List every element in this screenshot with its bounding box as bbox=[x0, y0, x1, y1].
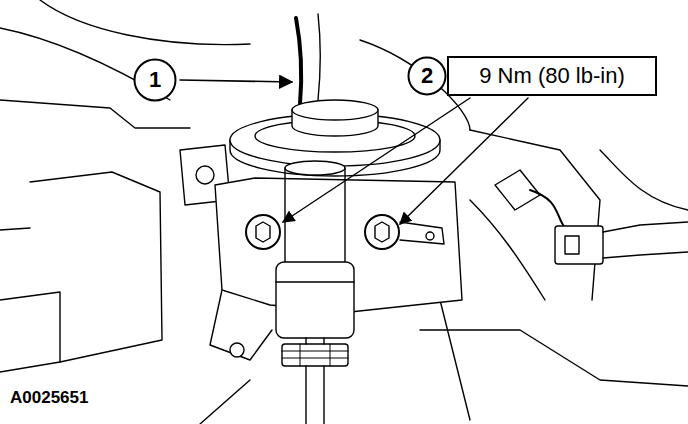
strut-housing bbox=[276, 262, 354, 338]
body-panel-edge bbox=[200, 380, 250, 424]
frame-rail bbox=[0, 292, 60, 362]
bolt-socket bbox=[256, 222, 270, 242]
callout-outline bbox=[135, 60, 176, 101]
top-cap bbox=[292, 100, 378, 120]
housing-seam bbox=[276, 281, 354, 282]
callout-circle: 2 bbox=[407, 56, 447, 96]
lock-nut bbox=[282, 344, 348, 366]
sensor-wire bbox=[470, 200, 545, 300]
connector-latch bbox=[565, 236, 579, 254]
harness bbox=[603, 222, 688, 258]
pinch-bolt bbox=[246, 215, 280, 249]
frame-rail bbox=[0, 228, 30, 230]
strut-column bbox=[285, 161, 345, 175]
torque-spec: 9 Nm (80 lb-in) bbox=[479, 64, 624, 88]
frame-rail bbox=[0, 172, 162, 372]
body-panel-edge bbox=[40, 0, 250, 45]
brake-line bbox=[318, 14, 320, 100]
rivet bbox=[426, 232, 434, 240]
bolt-head bbox=[196, 166, 214, 184]
strut-column bbox=[285, 168, 345, 270]
sensor-clip bbox=[495, 170, 540, 210]
callout-number: 2 bbox=[421, 64, 433, 88]
lock-nut bbox=[282, 344, 348, 366]
bolt-socket bbox=[375, 222, 389, 242]
callout-circle: 1 bbox=[133, 58, 177, 102]
leader-arrow bbox=[180, 80, 292, 82]
body-panel-edge bbox=[420, 330, 688, 386]
bracket-tab bbox=[400, 222, 444, 244]
piston-rod bbox=[306, 338, 324, 344]
bolt-head bbox=[230, 343, 244, 357]
callout-outline bbox=[409, 58, 446, 95]
callout-number: 1 bbox=[149, 68, 161, 92]
leader-arrow bbox=[283, 98, 470, 222]
body-panel-edge bbox=[440, 300, 470, 420]
bracket-edge bbox=[0, 100, 190, 128]
piston-rod bbox=[306, 366, 324, 424]
torque-spec-box: 9 Nm (80 lb-in) bbox=[447, 56, 657, 96]
body-panel-edge bbox=[600, 150, 688, 210]
figure-number: A0025651 bbox=[10, 388, 88, 408]
sensor-wire bbox=[530, 190, 565, 228]
leader-arrow bbox=[400, 98, 528, 224]
pinch-bolt bbox=[365, 215, 399, 249]
electrical-connector bbox=[555, 226, 603, 264]
knuckle-arm bbox=[210, 290, 272, 360]
brake-line bbox=[296, 18, 301, 104]
body-panel-edge bbox=[470, 130, 600, 300]
